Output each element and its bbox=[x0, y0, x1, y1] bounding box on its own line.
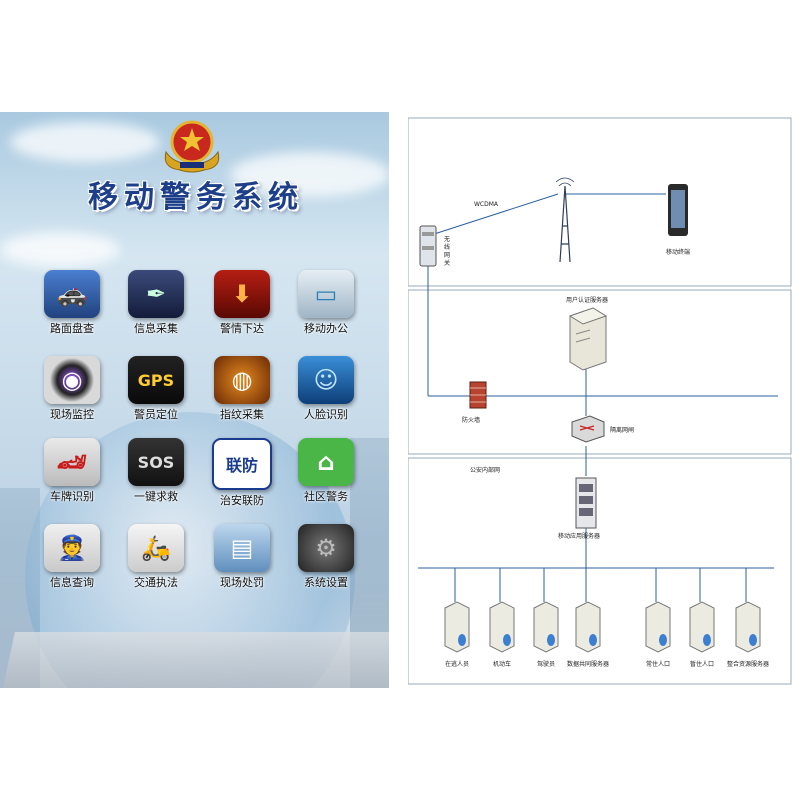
db-server-icon bbox=[489, 568, 515, 653]
wcdma-label: WCDMA bbox=[474, 201, 499, 208]
network-architecture-diagram: WCDMA 移动终端 无 线 网 关 用户认证服务器 防火墙 隔离网闸 公安内 bbox=[408, 117, 792, 685]
db-server-label: 机动车 bbox=[493, 660, 511, 668]
signal-tower-icon bbox=[555, 177, 575, 263]
app-label: 系统设置 bbox=[304, 576, 348, 589]
db-server-label: 整合资源服务器 bbox=[727, 660, 769, 668]
intranet-zone-panel bbox=[408, 457, 792, 685]
app-label: 路面盘查 bbox=[50, 322, 94, 335]
db-server-icon bbox=[575, 568, 601, 653]
down-arrow-icon: ⬇ bbox=[214, 270, 270, 318]
wireless-gateway-icon bbox=[419, 225, 437, 267]
db-server-icon bbox=[533, 568, 559, 653]
app-label: 信息查询 bbox=[50, 576, 94, 589]
svg-text:网: 网 bbox=[444, 252, 450, 259]
app-server-label: 移动应用服务器 bbox=[558, 532, 600, 540]
police-emblem-icon bbox=[164, 120, 220, 173]
app-tile[interactable]: GPS 警员定位 bbox=[116, 356, 196, 422]
police-officer-icon: 👮 bbox=[44, 524, 100, 572]
monitor-icon: ▭ bbox=[298, 270, 354, 318]
app-label: 社区警务 bbox=[304, 490, 348, 503]
svg-text:线: 线 bbox=[444, 243, 450, 251]
cloud-decoration bbox=[0, 232, 120, 267]
app-tile[interactable]: ⬇ 警情下达 bbox=[202, 270, 282, 336]
svg-text:无: 无 bbox=[444, 236, 450, 243]
app-label: 警员定位 bbox=[134, 408, 178, 421]
db-server-label: 常住人口 bbox=[646, 660, 670, 668]
app-tile[interactable]: SOS 一键求救 bbox=[116, 438, 196, 504]
mobile-terminal-icon bbox=[668, 184, 688, 236]
app-tile[interactable]: 🚓 路面盘查 bbox=[32, 270, 112, 336]
app-label: 警情下达 bbox=[220, 322, 264, 335]
db-server-icon bbox=[689, 568, 715, 653]
app-tile[interactable]: 🏎 车牌识别 bbox=[32, 438, 112, 504]
app-label: 现场监控 bbox=[50, 408, 94, 421]
wireless-link-line bbox=[427, 193, 559, 237]
wireless-gateway-label: 无 线 网 关 bbox=[444, 236, 450, 267]
db-server-icon bbox=[645, 568, 671, 653]
app-label: 信息采集 bbox=[134, 322, 178, 335]
wireless-zone-panel bbox=[408, 117, 792, 287]
db-server-label: 数据共同服务器 bbox=[567, 660, 609, 668]
app-tile[interactable]: ◉ 现场监控 bbox=[32, 356, 112, 422]
db-server-icon bbox=[735, 568, 761, 653]
cloud-decoration bbox=[230, 152, 389, 197]
security-badge-icon: 联防 bbox=[212, 438, 272, 490]
app-tile[interactable]: ▤ 现场处罚 bbox=[202, 524, 282, 590]
gear-icon: ⚙ bbox=[298, 524, 354, 572]
traffic-police-icon: 🛵 bbox=[128, 524, 184, 572]
auth-server-label: 用户认证服务器 bbox=[566, 296, 608, 304]
card-payment-icon: ▤ bbox=[214, 524, 270, 572]
app-label: 人脸识别 bbox=[304, 408, 348, 421]
face-scan-icon: ☺ bbox=[298, 356, 354, 404]
db-server-icon bbox=[444, 568, 470, 653]
app-label: 指纹采集 bbox=[220, 408, 264, 421]
app-server-icon bbox=[575, 477, 597, 529]
police-intranet-label: 公安内部网 bbox=[470, 466, 500, 474]
isolation-gateway-label: 隔离网闸 bbox=[610, 426, 634, 434]
app-tile[interactable]: ☺ 人脸识别 bbox=[286, 356, 366, 422]
app-title: 移动警务系统 bbox=[88, 180, 304, 215]
cloud-decoration bbox=[10, 122, 160, 162]
app-label: 交通执法 bbox=[134, 576, 178, 589]
app-tile[interactable]: ▭ 移动办公 bbox=[286, 270, 366, 336]
mobile-terminal-label: 移动终端 bbox=[666, 248, 690, 256]
police-car-icon: 🚓 bbox=[44, 270, 100, 318]
app-tile[interactable]: ⌂ 社区警务 bbox=[286, 438, 366, 504]
sports-car-icon: 🏎 bbox=[44, 438, 100, 486]
app-tile[interactable]: 👮 信息查询 bbox=[32, 524, 112, 590]
camera-lens-icon: ◉ bbox=[44, 356, 100, 404]
isolation-gateway-icon bbox=[571, 415, 605, 443]
app-label: 车牌识别 bbox=[50, 490, 94, 503]
fingerprint-icon: ◍ bbox=[214, 356, 270, 404]
app-tile[interactable]: ✒ 信息采集 bbox=[116, 270, 196, 336]
app-tile[interactable]: ⚙ 系统设置 bbox=[286, 524, 366, 590]
server-row: 在逃人员 机动车 驾驶员 数据共同服务器 常住人口 暂住人口 整合资源服务器 bbox=[444, 568, 769, 668]
app-tile[interactable]: 🛵 交通执法 bbox=[116, 524, 196, 590]
laptop-decoration bbox=[0, 632, 389, 688]
firewall-icon bbox=[469, 381, 487, 409]
app-label: 现场处罚 bbox=[220, 576, 264, 589]
app-label: 治安联防 bbox=[220, 494, 264, 507]
db-server-label: 驾驶员 bbox=[537, 660, 555, 668]
pen-icon: ✒ bbox=[128, 270, 184, 318]
sos-icon: SOS bbox=[128, 438, 184, 486]
svg-text:关: 关 bbox=[444, 259, 450, 267]
community-house-icon: ⌂ bbox=[298, 438, 354, 486]
app-tile[interactable]: 联防治安联防 bbox=[202, 438, 282, 508]
app-label: 一键求救 bbox=[134, 490, 178, 503]
app-label: 移动办公 bbox=[304, 322, 348, 335]
app-tile[interactable]: ◍ 指纹采集 bbox=[202, 356, 282, 422]
db-server-label: 在逃人员 bbox=[445, 660, 469, 668]
db-server-label: 暂住人口 bbox=[690, 660, 714, 668]
gps-globe-icon: GPS bbox=[128, 356, 184, 404]
auth-server-icon bbox=[568, 307, 608, 371]
firewall-label: 防火墙 bbox=[462, 416, 480, 424]
